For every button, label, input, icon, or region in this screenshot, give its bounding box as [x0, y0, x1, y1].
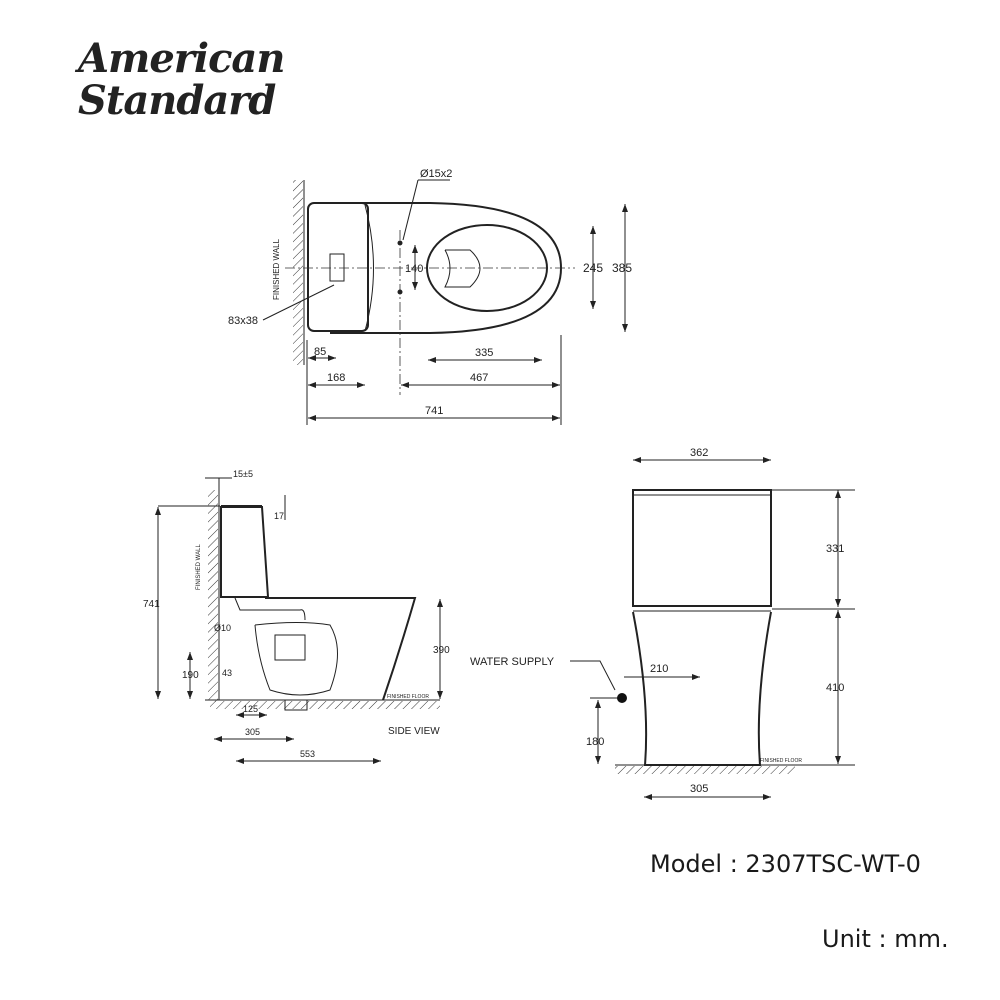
- dim-385: 385: [612, 261, 632, 275]
- side-dim-15: 15±5: [233, 469, 253, 479]
- dim-467: 467: [470, 372, 488, 384]
- front-finished-floor: FINISHED FLOOR: [760, 758, 802, 764]
- side-dim-305: 305: [245, 727, 260, 737]
- side-finished-wall: FINISHED WALL: [196, 544, 202, 590]
- front-dim-180: 180: [586, 736, 604, 748]
- dim-741: 741: [425, 405, 443, 417]
- side-dim-10: Ø10: [214, 623, 231, 633]
- front-dim-410: 410: [826, 682, 844, 694]
- side-dim-125: 125: [243, 704, 258, 714]
- front-dim-331: 331: [826, 543, 844, 555]
- hole-label: Ø15x2: [420, 168, 452, 180]
- side-dim-190: 190: [182, 670, 199, 681]
- front-view: 362 331 410 210 180 305 WATER SUPPLY FIN…: [470, 447, 855, 800]
- dim-335: 335: [475, 347, 493, 359]
- side-dim-43: 43: [222, 668, 232, 678]
- side-dim-741: 741: [143, 599, 160, 610]
- unit-label: Unit : mm.: [822, 925, 949, 953]
- finished-wall-label: FINISHED WALL: [272, 238, 281, 300]
- model-number: Model : 2307TSC-WT-0: [650, 850, 921, 878]
- water-supply-point: [617, 693, 627, 703]
- front-dim-362: 362: [690, 447, 708, 459]
- side-dim-390: 390: [433, 645, 450, 656]
- dim-168: 168: [327, 372, 345, 384]
- top-view: Ø15x2 83x38 FINISHED WALL 140 245 385 85…: [228, 168, 632, 425]
- side-dim-17: 17: [274, 511, 284, 521]
- side-dim-553: 553: [300, 749, 315, 759]
- dim-85: 85: [314, 346, 326, 358]
- logo-line1: American: [78, 35, 285, 82]
- side-finished-floor: FINISHED FLOOR: [387, 694, 429, 700]
- water-supply-label: WATER SUPPLY: [470, 656, 555, 668]
- side-view-title: SIDE VIEW: [388, 726, 440, 737]
- logo-line2: Standard: [78, 77, 276, 124]
- front-dim-210: 210: [650, 663, 668, 675]
- dim-140: 140: [405, 263, 423, 275]
- front-dim-305: 305: [690, 783, 708, 795]
- side-view: 741 390 190 15±5 17 Ø10 43 125 305 553 S…: [143, 469, 450, 764]
- outlet-label: 83x38: [228, 315, 258, 327]
- dim-245: 245: [583, 261, 603, 275]
